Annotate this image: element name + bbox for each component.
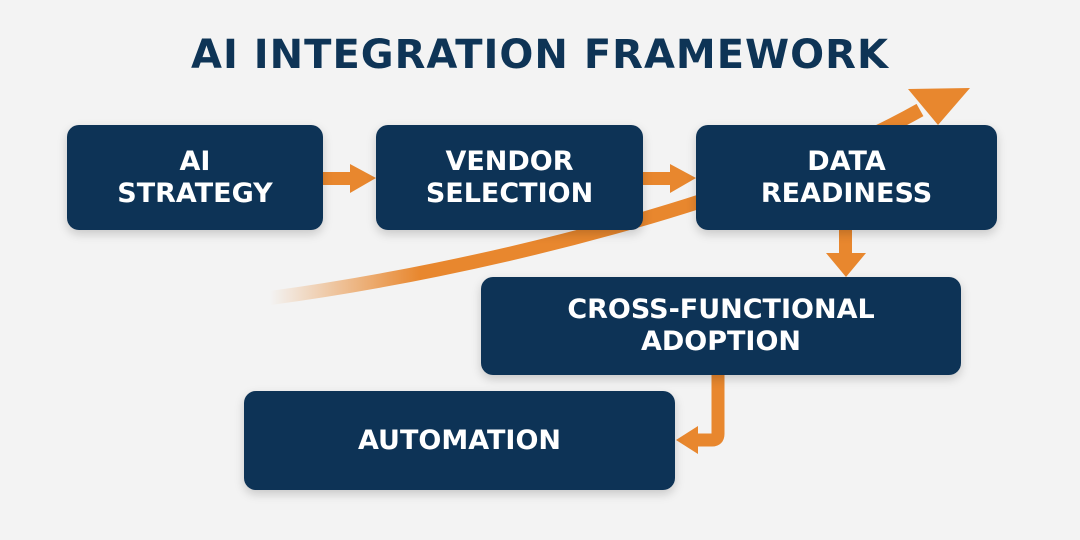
step-label-line2: STRATEGY <box>117 177 273 209</box>
step-label-line1: DATA <box>807 145 886 177</box>
arrow-data-to-adoption <box>826 230 866 277</box>
diagram-title: AI INTEGRATION FRAMEWORK <box>191 32 889 78</box>
step-label-line2: ADOPTION <box>640 326 802 357</box>
step-label-line1: VENDOR <box>445 145 574 177</box>
growth-arrowhead-icon <box>908 88 970 125</box>
step-label-line1: AUTOMATION <box>357 424 562 456</box>
arrow-vendor-to-data <box>643 164 696 193</box>
step-label-line2: SELECTION <box>425 177 594 209</box>
step-label-line1: CROSS-FUNCTIONAL <box>567 294 875 325</box>
step-label-line2: READINESS <box>760 177 933 209</box>
arrow-strategy-to-vendor <box>323 164 376 193</box>
arrow-adoption-to-automation <box>676 375 725 454</box>
step-automation: AUTOMATION <box>244 391 675 490</box>
step-label-line1: AI <box>179 145 211 177</box>
